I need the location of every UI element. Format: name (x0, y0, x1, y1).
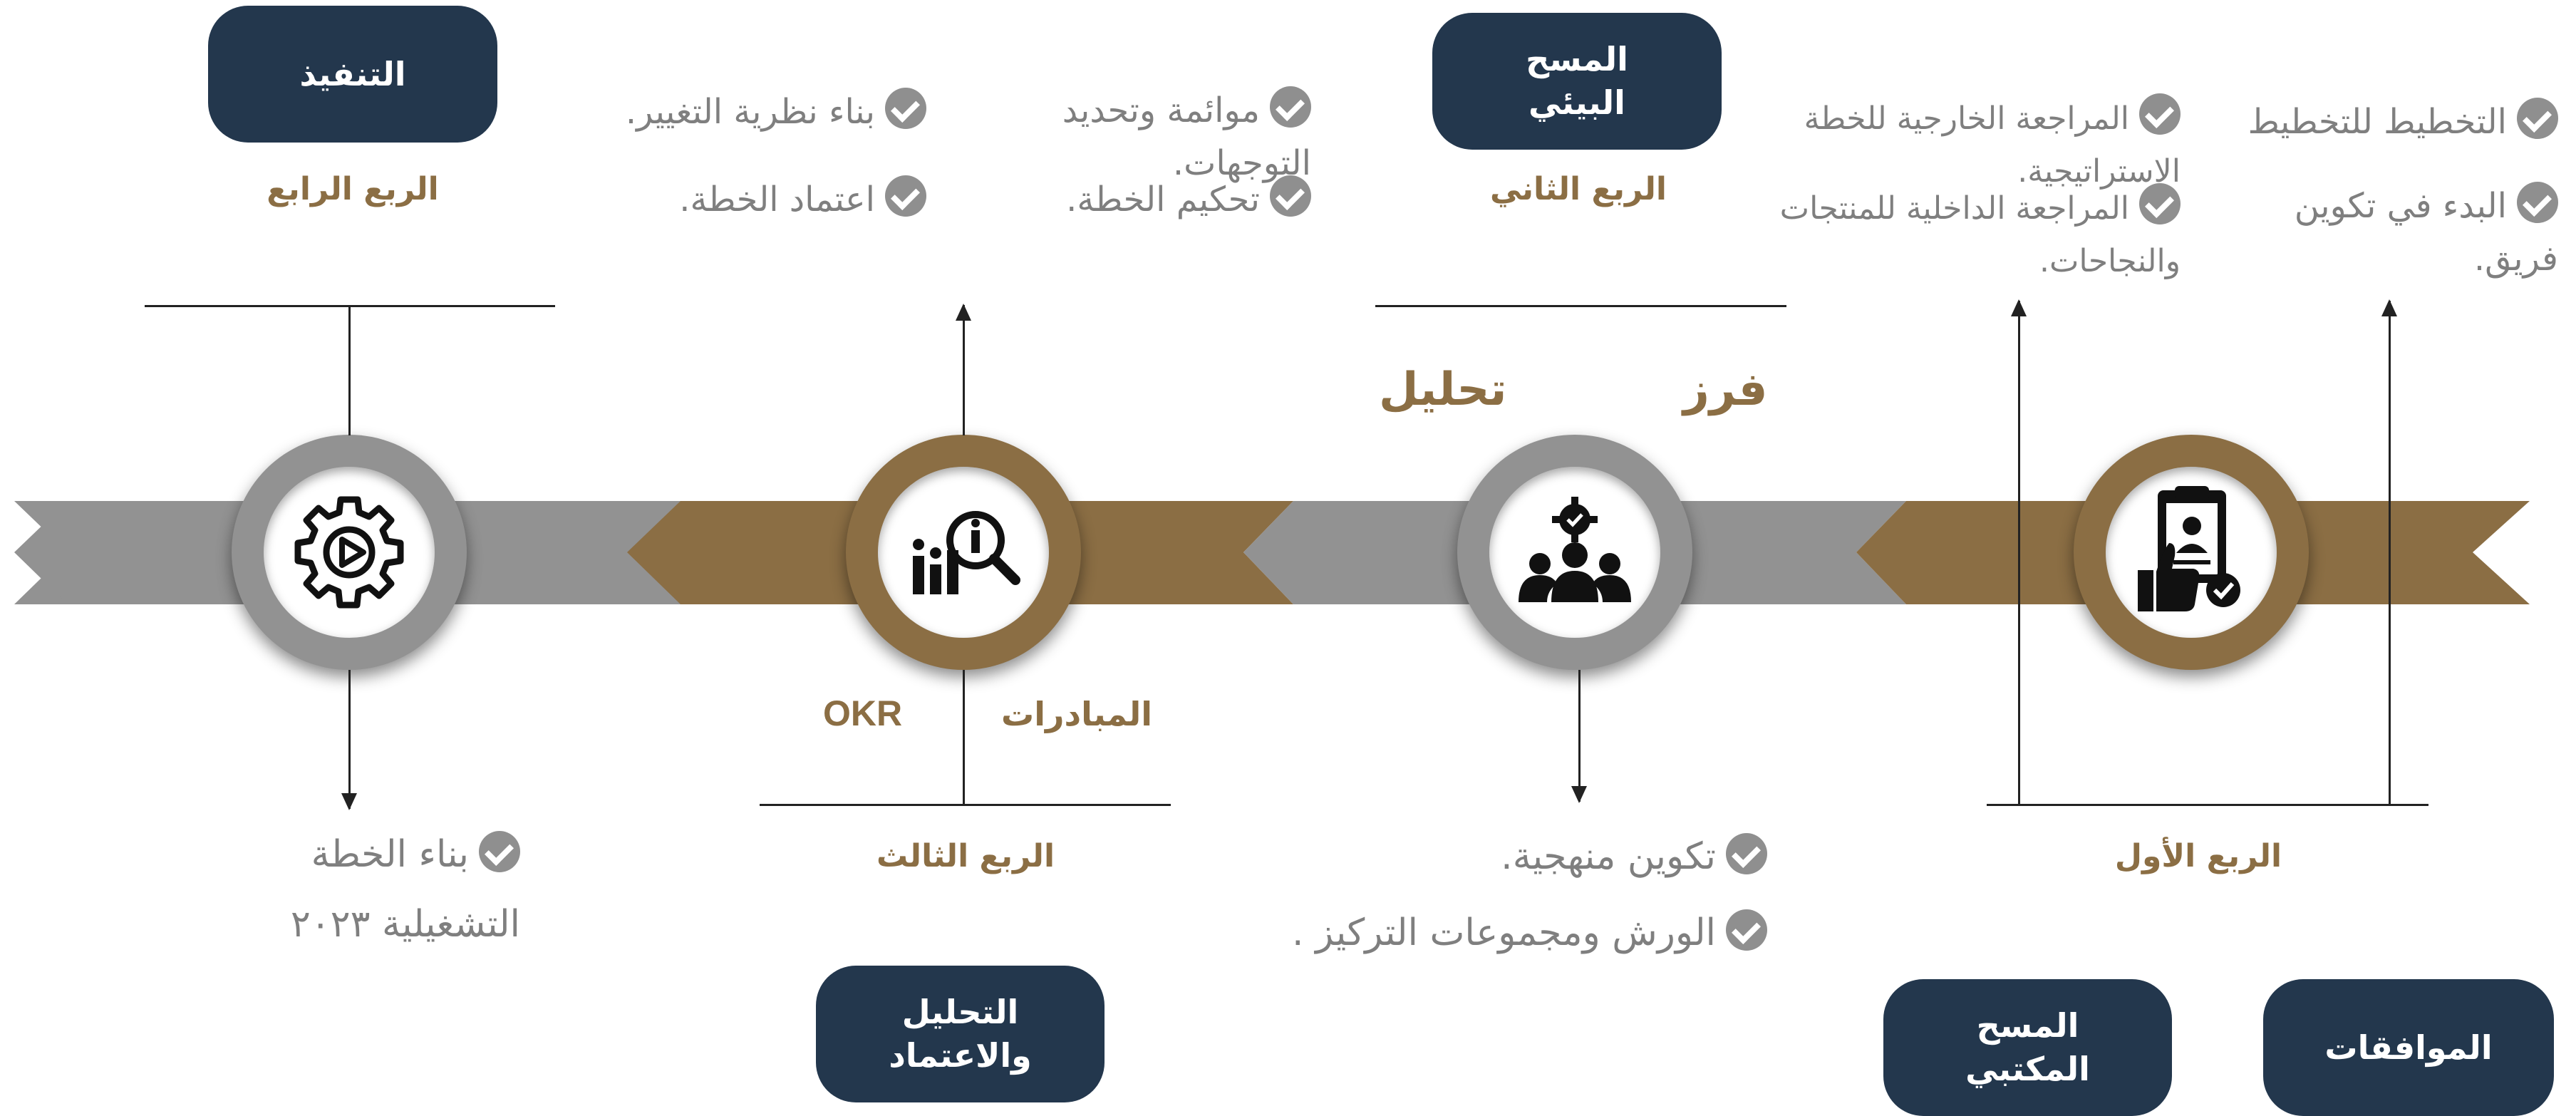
q4-down-arrow (341, 670, 357, 810)
q3-item: تحكيم الخطة. (983, 173, 1311, 226)
q3-bottom-connector (963, 670, 965, 805)
quarter-label-q4: الربع الرابع (267, 171, 439, 207)
check-icon (2139, 183, 2181, 224)
item-text: المراجعة الخارجية للخطة الاستراتيجية. (1804, 100, 2181, 190)
item-text: البدء في تكوين فريق. (2294, 186, 2558, 279)
pill-execution: التنفيذ (208, 6, 497, 143)
check-icon (2139, 93, 2181, 135)
pill-desk-survey: المسح المكتبي (1883, 979, 2172, 1116)
pill-environmental-survey: المسح البيئي (1432, 13, 1722, 150)
check-icon (885, 175, 926, 217)
item-text: اعتماد الخطة. (679, 180, 875, 219)
circle-q1 (2074, 435, 2309, 670)
q3-left-item: بناء نظرية التغيير. (584, 86, 926, 138)
analytics-magnifier-icon (913, 511, 1020, 594)
keyword-analysis: تحليل (1379, 363, 1507, 416)
keyword-initiatives: المبادرات (1001, 695, 1153, 733)
q1-up-arrow-1 (2011, 299, 2027, 805)
circle-q3 (846, 435, 1081, 670)
check-icon (1726, 909, 1767, 951)
item-text: التخطيط للتخطيط (2247, 102, 2507, 142)
check-icon (1726, 833, 1767, 874)
q3-left-item: اعتماد الخطة. (613, 173, 926, 226)
check-icon (1270, 175, 1311, 217)
quarter-label-q2: الربع الثاني (1490, 171, 1667, 207)
item-text: الورش ومجموعات التركيز . (1292, 911, 1716, 954)
keyword-okr: OKR (823, 693, 903, 733)
q2-top-line (1375, 305, 1786, 307)
q1-up-arrow-2 (2381, 299, 2397, 805)
circle-q4 (232, 435, 467, 670)
check-icon (885, 88, 926, 129)
quarter-label-q1: الربع الأول (2114, 838, 2282, 874)
quarter-label-q3: الربع الثالث (876, 838, 1055, 874)
q3-up-arrow (956, 304, 971, 435)
q1-mid-item: المراجعة الداخلية للمنتجات والنجاحات. (1721, 182, 2181, 288)
gear-play-icon (294, 496, 404, 609)
check-icon (2517, 98, 2558, 139)
pill-approvals: الموافقات (2263, 979, 2554, 1116)
q2-item: تكوين منهجية. (1354, 830, 1767, 883)
circle-q2 (1457, 435, 1692, 670)
item-text: تكوين منهجية. (1501, 835, 1716, 878)
keyword-sorting: فرز (1683, 363, 1768, 416)
item-text: تحكيم الخطة. (1066, 180, 1260, 219)
pill-analysis-approval: التحليل والاعتماد (816, 966, 1105, 1102)
q1-item: التخطيط للتخطيط (2173, 95, 2558, 148)
q2-item: الورش ومجموعات التركيز . (1204, 906, 1767, 959)
check-icon (2517, 182, 2558, 223)
team-gear-icon (1519, 497, 1631, 602)
q4-item: بناء الخطة التشغيلية ٢٠٢٣ (185, 820, 520, 959)
q4-top-connector (348, 305, 351, 435)
q1-mid-item: المراجعة الخارجية للخطة الاستراتيجية. (1739, 93, 2181, 198)
q1-item: البدء في تكوين فريق. (2216, 180, 2558, 285)
q3-bottom-line (760, 804, 1171, 806)
q2-down-arrow (1571, 670, 1587, 803)
item-text: المراجعة الداخلية للمنتجات والنجاحات. (1779, 190, 2181, 279)
check-icon (1270, 86, 1311, 128)
check-icon (479, 831, 520, 872)
item-text: بناء الخطة التشغيلية ٢٠٢٣ (290, 833, 520, 946)
item-text: بناء نظرية التغيير. (625, 92, 875, 132)
q1-bottom-line (1987, 804, 2428, 806)
approval-clipboard-icon (2138, 486, 2240, 611)
